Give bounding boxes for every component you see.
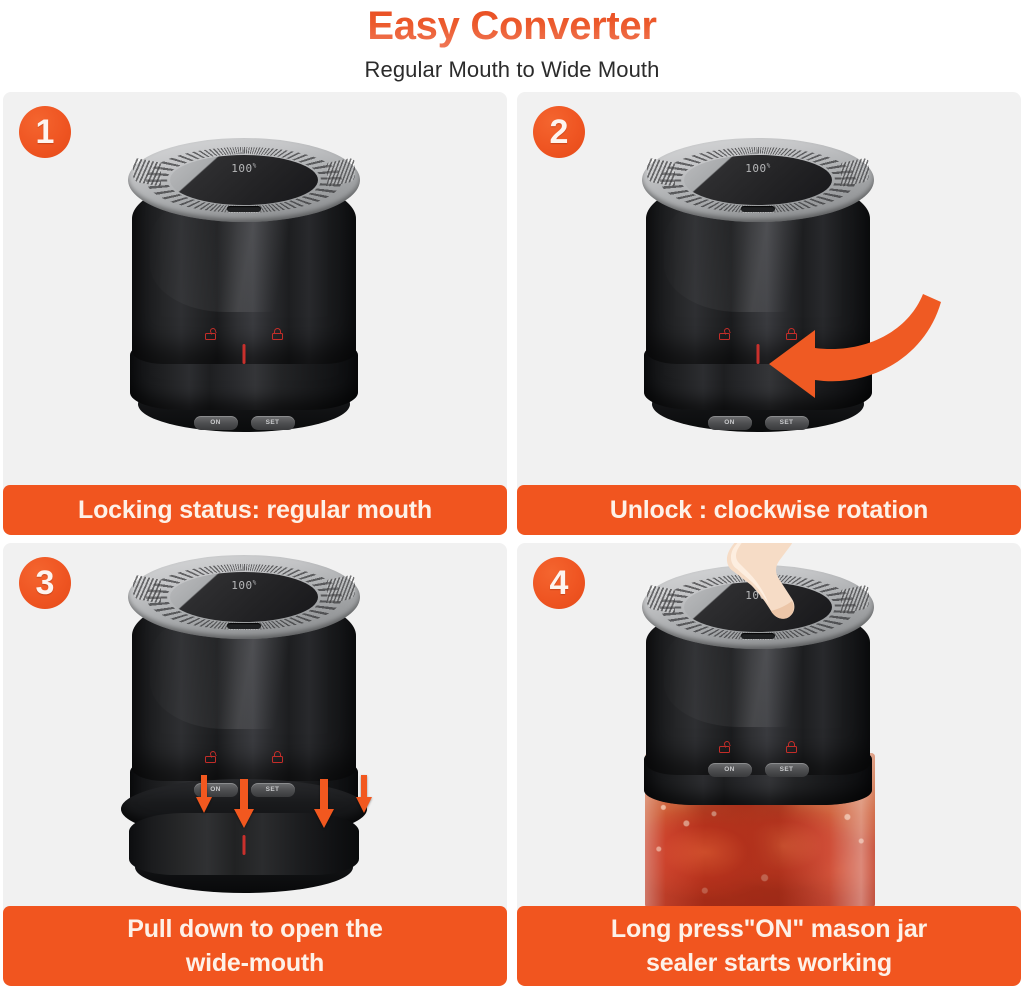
unlock-icon — [205, 327, 217, 340]
lock-position-marker — [242, 344, 246, 364]
rotation-arrow-icon — [769, 294, 941, 398]
pull-down-arrows — [195, 775, 373, 831]
step-badge-2: 2 — [533, 106, 585, 158]
page-subtitle: Regular Mouth to Wide Mouth — [364, 57, 660, 82]
step-panel-4: 4 100% — [517, 543, 1021, 986]
lock-indicator-row — [642, 327, 874, 340]
step-badge-1: 1 — [19, 106, 71, 158]
display-value: 100% — [231, 579, 257, 592]
lock-icon — [272, 751, 283, 763]
sealer-device-4: 100% ON SET — [642, 565, 874, 805]
set-button[interactable]: SET — [764, 416, 809, 430]
lock-indicator-row — [128, 327, 360, 340]
display-value: 100% — [231, 162, 257, 175]
lock-indicator-row — [642, 740, 874, 753]
on-button[interactable]: ON — [707, 416, 752, 430]
down-arrow-icon — [356, 775, 372, 813]
step-caption-2-line-1: Unlock : clockwise rotation — [609, 495, 929, 524]
step-3-illustration: 3 100% ON SET — [3, 543, 507, 906]
lock-indicator-row — [128, 750, 360, 763]
step-1-illustration: 1 100% ON SET — [3, 92, 507, 485]
step-badge-4: 4 — [533, 557, 585, 609]
lock-icon — [786, 328, 797, 340]
step-caption-4-line-1: Long press"ON" mason jar — [610, 915, 928, 943]
page-title: Easy Converter — [0, 2, 1024, 50]
step-caption-2: Unlock : clockwise rotation — [517, 485, 1021, 535]
unlock-icon — [719, 327, 731, 340]
device-button-group[interactable]: ON SET — [642, 763, 874, 777]
step-caption-3: Pull down to open the wide-mouth — [3, 906, 507, 986]
device-front-slot — [741, 633, 775, 639]
lock-icon — [272, 328, 283, 340]
device-display: 100% — [170, 155, 318, 205]
display-value: 100% — [745, 162, 771, 175]
step-badge-3: 3 — [19, 557, 71, 609]
step-panel-2: 2 100% ON SET — [517, 92, 1021, 535]
step-caption-1-line-1: Locking status: regular mouth — [78, 495, 432, 524]
step-panel-3: 3 100% ON SET — [3, 543, 507, 986]
lock-position-marker — [756, 344, 760, 364]
unlock-icon — [205, 750, 217, 763]
set-button[interactable]: SET — [250, 783, 295, 797]
step-panel-1: 1 100% ON SET — [3, 92, 507, 535]
sealer-device-1: 100% ON SET — [128, 138, 360, 438]
device-button-group[interactable]: ON SET — [642, 416, 874, 430]
sealer-device-3: 100% ON SET — [128, 555, 360, 827]
device-front-slot — [741, 206, 775, 212]
device-display: 100% — [684, 155, 832, 205]
lock-icon — [786, 741, 797, 753]
step-caption-3-line-1: Pull down to open the — [127, 915, 383, 943]
on-button[interactable]: ON — [193, 416, 238, 430]
header: Easy Converter Regular Mouth to Wide Mou… — [0, 0, 1024, 90]
step-2-illustration: 2 100% ON SET — [517, 92, 1021, 485]
step-caption-3-line-2: wide-mouth — [185, 949, 325, 977]
down-arrow-icon — [234, 779, 254, 828]
step-4-illustration: 4 100% — [517, 543, 1021, 906]
device-front-slot — [227, 623, 261, 629]
down-arrow-icon — [314, 779, 334, 828]
set-button[interactable]: SET — [764, 763, 809, 777]
step-caption-4: Long press"ON" mason jar sealer starts w… — [517, 906, 1021, 986]
device-button-group[interactable]: ON SET — [128, 416, 360, 430]
sealer-device-2: 100% ON SET — [642, 138, 874, 438]
device-display: 100% — [170, 572, 318, 622]
hand-pressing-icon — [726, 543, 795, 619]
down-arrow-icon — [196, 775, 212, 813]
steps-grid: 1 100% ON SET — [0, 92, 1024, 989]
step-caption-1: Locking status: regular mouth — [3, 485, 507, 535]
detached-wide-mouth-ring — [121, 779, 367, 897]
device-front-slot — [227, 206, 261, 212]
step-caption-4-line-2: sealer starts working — [646, 949, 892, 977]
unlock-icon — [719, 740, 731, 753]
ring-position-marker — [242, 835, 246, 855]
set-button[interactable]: SET — [250, 416, 295, 430]
on-button[interactable]: ON — [707, 763, 752, 777]
